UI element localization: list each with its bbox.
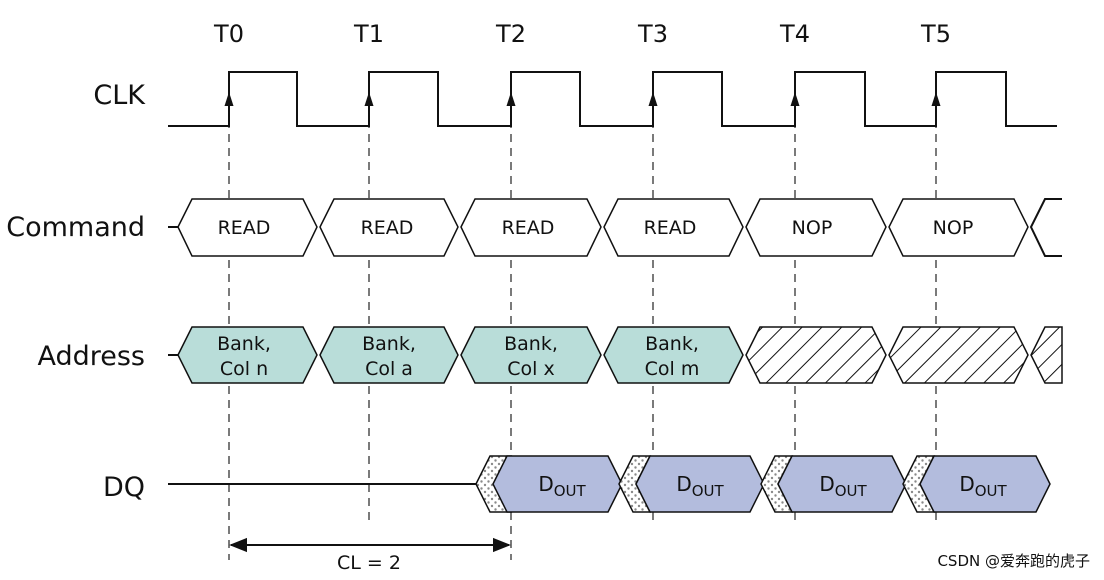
address-cell-1-line2: Col a bbox=[365, 358, 413, 380]
dq-cell-3-main: D bbox=[959, 472, 974, 496]
clk-rising-edges bbox=[224, 92, 941, 106]
signal-label-command: Command bbox=[6, 212, 145, 243]
dq-cell-2-main: D bbox=[819, 472, 834, 496]
command-cell-0-text: READ bbox=[218, 217, 271, 239]
address-dont-care-tail bbox=[1030, 326, 1063, 384]
dq-row: DOUT DOUT DOUT DOUT bbox=[168, 455, 1051, 513]
address-cell-0 bbox=[177, 326, 318, 384]
address-cell-0-line2: Col n bbox=[220, 358, 268, 380]
watermark: CSDN @爱奔跑的虎子 bbox=[937, 552, 1090, 570]
clk-waveform bbox=[168, 71, 1057, 127]
signal-label-clk: CLK bbox=[93, 80, 146, 111]
command-cell-3-text: READ bbox=[644, 217, 697, 239]
dq-cell-3-sub: OUT bbox=[975, 482, 1008, 500]
rising-edge-arrow-icon bbox=[648, 92, 658, 106]
command-cell-5 bbox=[888, 198, 1029, 257]
command-cell-0 bbox=[177, 198, 318, 257]
rising-edge-arrow-icon bbox=[364, 92, 374, 106]
time-label-t0: T0 bbox=[213, 20, 244, 48]
time-label-t1: T1 bbox=[353, 20, 384, 48]
dq-cell-1-text: DOUT bbox=[676, 472, 724, 500]
signal-label-dq: DQ bbox=[103, 472, 145, 503]
dq-cell-1-sub: OUT bbox=[692, 482, 725, 500]
dq-cell-2-text: DOUT bbox=[819, 472, 867, 500]
time-labels: T0 T1 T2 T3 T4 T5 bbox=[213, 20, 951, 48]
dq-cell-0-main: D bbox=[538, 472, 553, 496]
dq-cell-0-sub: OUT bbox=[554, 482, 587, 500]
address-cell-3 bbox=[603, 326, 744, 384]
cas-latency-label: CL = 2 bbox=[337, 552, 401, 574]
command-cell-2 bbox=[460, 198, 602, 257]
command-cell-5-text: NOP bbox=[933, 217, 974, 239]
dq-cell-2-sub: OUT bbox=[835, 482, 868, 500]
address-cell-3-line2: Col m bbox=[645, 358, 700, 380]
address-row: Bank, Col n Bank, Col a Bank, Col x Bank… bbox=[168, 326, 1063, 384]
address-cell-2-line2: Col x bbox=[507, 358, 554, 380]
time-label-t2: T2 bbox=[495, 20, 526, 48]
rising-edge-arrow-icon bbox=[506, 92, 516, 106]
dq-cell-3-text: DOUT bbox=[959, 472, 1007, 500]
address-dont-care-1 bbox=[888, 326, 1029, 384]
command-cell-3 bbox=[603, 198, 744, 257]
time-label-t4: T4 bbox=[779, 20, 810, 48]
time-label-t3: T3 bbox=[637, 20, 668, 48]
signal-label-address: Address bbox=[37, 341, 145, 372]
command-cell-1-text: READ bbox=[361, 217, 414, 239]
address-cell-1-line1: Bank, bbox=[362, 333, 416, 355]
command-cell-4 bbox=[745, 198, 887, 257]
dq-cell-1-main: D bbox=[676, 472, 691, 496]
command-tail bbox=[1029, 198, 1062, 257]
rising-edge-arrow-icon bbox=[790, 92, 800, 106]
dq-cell-3 bbox=[919, 455, 1051, 513]
command-cell-2-text: READ bbox=[502, 217, 555, 239]
command-cell-1 bbox=[319, 198, 459, 257]
dq-cell-0-text: DOUT bbox=[538, 472, 586, 500]
address-dont-care-0 bbox=[745, 326, 887, 384]
rising-edge-arrow-icon bbox=[224, 92, 234, 106]
command-cell-4-text: NOP bbox=[792, 217, 833, 239]
address-cell-2 bbox=[460, 326, 602, 384]
address-cell-3-line1: Bank, bbox=[645, 333, 699, 355]
command-row: READ READ READ READ NOP NOP bbox=[168, 198, 1062, 257]
address-cell-2-line1: Bank, bbox=[504, 333, 558, 355]
rising-edge-arrow-icon bbox=[931, 92, 941, 106]
address-cell-0-line1: Bank, bbox=[217, 333, 271, 355]
time-label-t5: T5 bbox=[920, 20, 951, 48]
address-cell-1 bbox=[319, 326, 459, 384]
